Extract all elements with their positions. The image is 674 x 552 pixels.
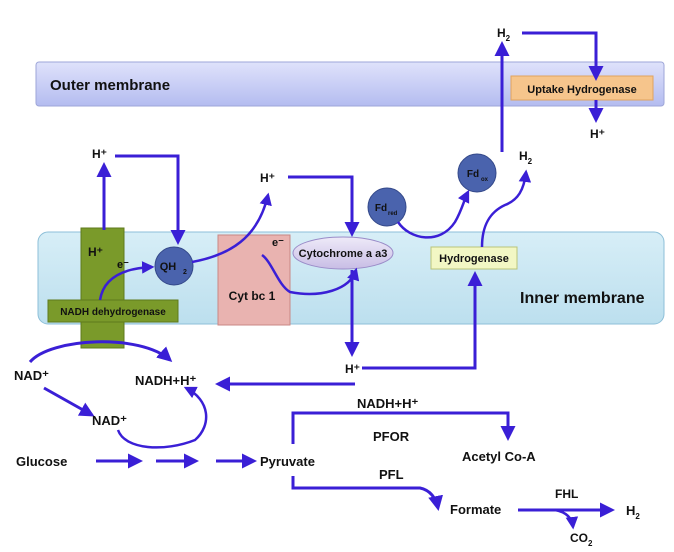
nadh-h-label-1: NADH+H⁺	[135, 373, 197, 388]
fd-ox-carrier	[457, 153, 497, 193]
outer-membrane-label: Outer membrane	[50, 77, 170, 94]
proton-left-label: H⁺	[92, 147, 107, 161]
arrow-nad-to-nad	[43, 386, 95, 417]
arrow-nad-nadh-loop	[116, 386, 208, 449]
qh2-carrier	[154, 246, 194, 286]
arrow-qh2-to-proton	[191, 192, 272, 264]
cyt-bc1-label: Cyt bc 1	[229, 289, 276, 303]
arrow-nadh-dh-to-nadh	[28, 340, 173, 364]
electron-label-2: e⁻	[272, 237, 284, 249]
cytochrome-aa3-label: Cytochrome a a3	[299, 248, 388, 260]
qh2-subscript: 2	[183, 269, 187, 276]
nadh-h-label-2: NADH+H⁺	[357, 396, 419, 411]
proton-middle-label: H⁺	[260, 171, 275, 185]
cytochrome-aa3	[292, 236, 394, 270]
arrow-proton-to-qh2	[115, 154, 186, 245]
arrow-pfor-branch	[291, 411, 516, 444]
formate-label: Formate	[450, 502, 501, 517]
pyruvate-label: Pyruvate	[260, 454, 315, 469]
pfl-label: PFL	[379, 467, 404, 482]
inner-membrane-label: Inner membrane	[520, 290, 645, 307]
proton-outer-label: H⁺	[590, 127, 605, 141]
arrow-proton-to-cyt-aa3	[288, 175, 360, 237]
nad-plus-label-1: NAD⁺	[14, 368, 49, 383]
outer-membrane	[35, 61, 665, 107]
uptake-hydrogenase-box	[510, 75, 654, 101]
nadh-dehydrogenase-channel	[80, 227, 125, 349]
hydrogenase-box	[430, 246, 518, 270]
arrow-bc1-to-cyt-aa3	[261, 253, 360, 296]
nadh-dh-proton-label: H⁺	[88, 245, 103, 259]
arrow-fhl-to-co2	[554, 508, 579, 530]
fd-red-subscript: red	[388, 211, 398, 217]
fhl-label: FHL	[555, 487, 578, 501]
h2-right-label: H2	[519, 149, 533, 166]
h2-bottom-label: H2	[626, 503, 640, 521]
arrow-hydrogenase-to-h2	[480, 169, 532, 248]
nad-plus-label-2: NAD⁺	[92, 413, 127, 428]
glucose-label: Glucose	[16, 454, 67, 469]
uptake-hydrogenase-label: Uptake Hydrogenase	[527, 84, 636, 96]
arrow-h2-to-uptake	[522, 31, 604, 81]
arrow-proton-to-hydrogenase	[362, 271, 483, 370]
fd-ox-subscript: ox	[481, 177, 489, 183]
proton-bottom-label: H⁺	[345, 362, 360, 376]
h2-top-label: H2	[497, 26, 511, 43]
electron-label-1: e⁻	[117, 259, 129, 271]
nadh-dehydrogenase-box	[47, 299, 179, 323]
co2-label: CO2	[570, 531, 593, 548]
arrow-fd-red-to-fd-ox	[396, 189, 470, 239]
fd-ox-label: Fd	[467, 169, 479, 180]
arrow-pfl-branch	[291, 476, 443, 511]
hydrogenase-label: Hydrogenase	[439, 253, 509, 265]
fd-red-label: Fd	[375, 203, 387, 214]
pfor-label: PFOR	[373, 429, 410, 444]
fd-red-carrier	[367, 187, 407, 227]
nadh-dehydrogenase-label: NADH dehydrogenase	[60, 307, 166, 318]
acetyl-coa-label: Acetyl Co-A	[462, 449, 536, 464]
arrow-nadh-dh-to-qh2	[98, 261, 155, 301]
qh2-label: QH	[160, 261, 177, 273]
